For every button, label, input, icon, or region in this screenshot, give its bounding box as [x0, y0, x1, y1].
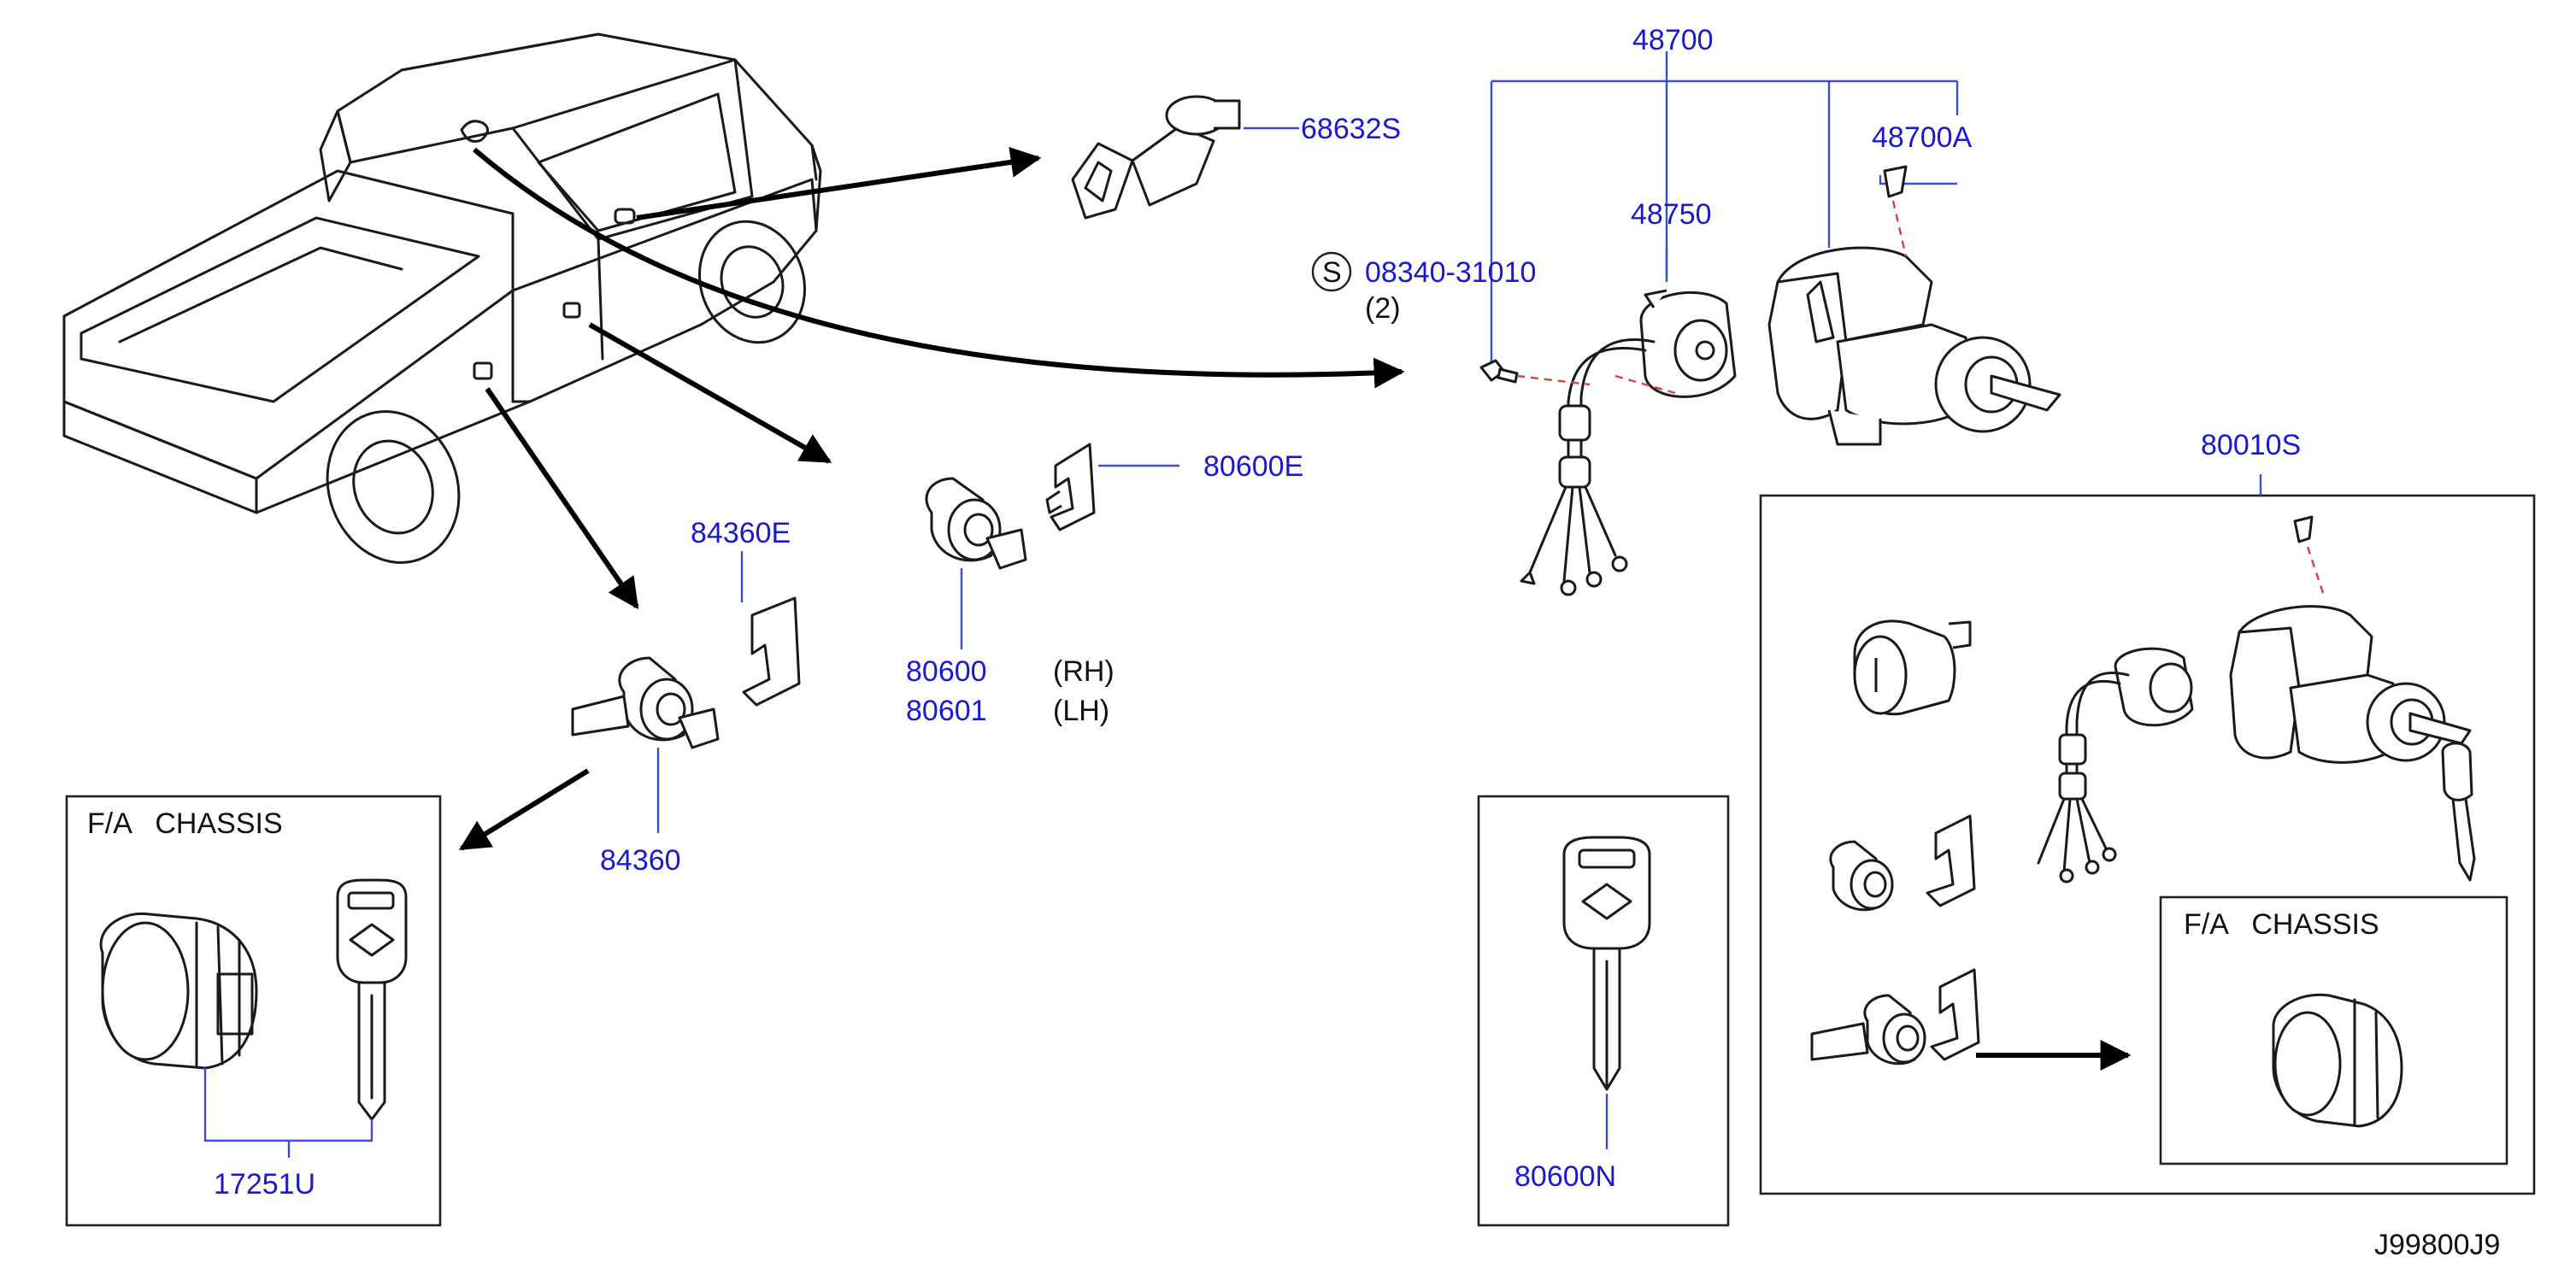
- pointer-arrows: [458, 146, 2132, 1071]
- key-80600n-icon: [1562, 836, 1651, 1091]
- screw-symbol-circle-icon: [1311, 251, 1352, 292]
- kit-box-80010s: [1759, 494, 2536, 1195]
- key-17251u-icon: [336, 878, 408, 1121]
- ignition-switch-48750-icon: [1520, 289, 1737, 596]
- label-80600: 80600: [906, 655, 987, 688]
- kit-components-icon: [1810, 515, 2476, 1128]
- label-84360e: 84360E: [691, 517, 791, 549]
- kit-inner-box-title: F/A CHASSIS: [2184, 908, 2379, 941]
- lock-cylinder-17251u-icon: [99, 912, 258, 1070]
- fa-chassis-box-left: [65, 795, 442, 1227]
- label-rh: (RH): [1053, 655, 1115, 688]
- label-80010s: 80010S: [2201, 429, 2301, 461]
- label-80600e: 80600E: [1203, 450, 1303, 483]
- bolt-icon: [1479, 359, 1519, 384]
- diagram-code: J99800J9: [2374, 1229, 2500, 1261]
- lock-cylinder-68632s-icon: [1071, 95, 1241, 220]
- label-84360: 84360: [600, 844, 681, 877]
- label-80601: 80601: [906, 695, 987, 727]
- fa-chassis-box-kit: [2159, 895, 2508, 1165]
- label-48700a: 48700A: [1872, 121, 1973, 154]
- label-08340-31010: 08340-31010: [1365, 256, 1536, 289]
- label-quantity-2: (2): [1365, 292, 1401, 325]
- steering-lock-48700a-icon: [1767, 165, 2061, 446]
- left-box-title: F/A CHASSIS: [87, 807, 283, 840]
- screw-symbol-letter: S: [1322, 256, 1342, 289]
- key-box-80600n: [1477, 795, 1730, 1227]
- label-17251u: 17251U: [214, 1168, 315, 1200]
- label-68632s: 68632S: [1301, 113, 1401, 145]
- door-lock-84360-icon: [571, 596, 801, 749]
- label-80600n: 80600N: [1514, 1160, 1616, 1193]
- pickup-truck-illustration: [62, 32, 822, 564]
- label-lh: (LH): [1053, 695, 1109, 727]
- label-48750: 48750: [1631, 198, 1712, 231]
- door-lock-80600-icon: [925, 443, 1096, 570]
- label-48700: 48700: [1632, 24, 1714, 56]
- leader-48700: [1490, 51, 1959, 363]
- part-number-labels: 48700 48700A 48750 68632S S 08340-31010 …: [87, 24, 2500, 1261]
